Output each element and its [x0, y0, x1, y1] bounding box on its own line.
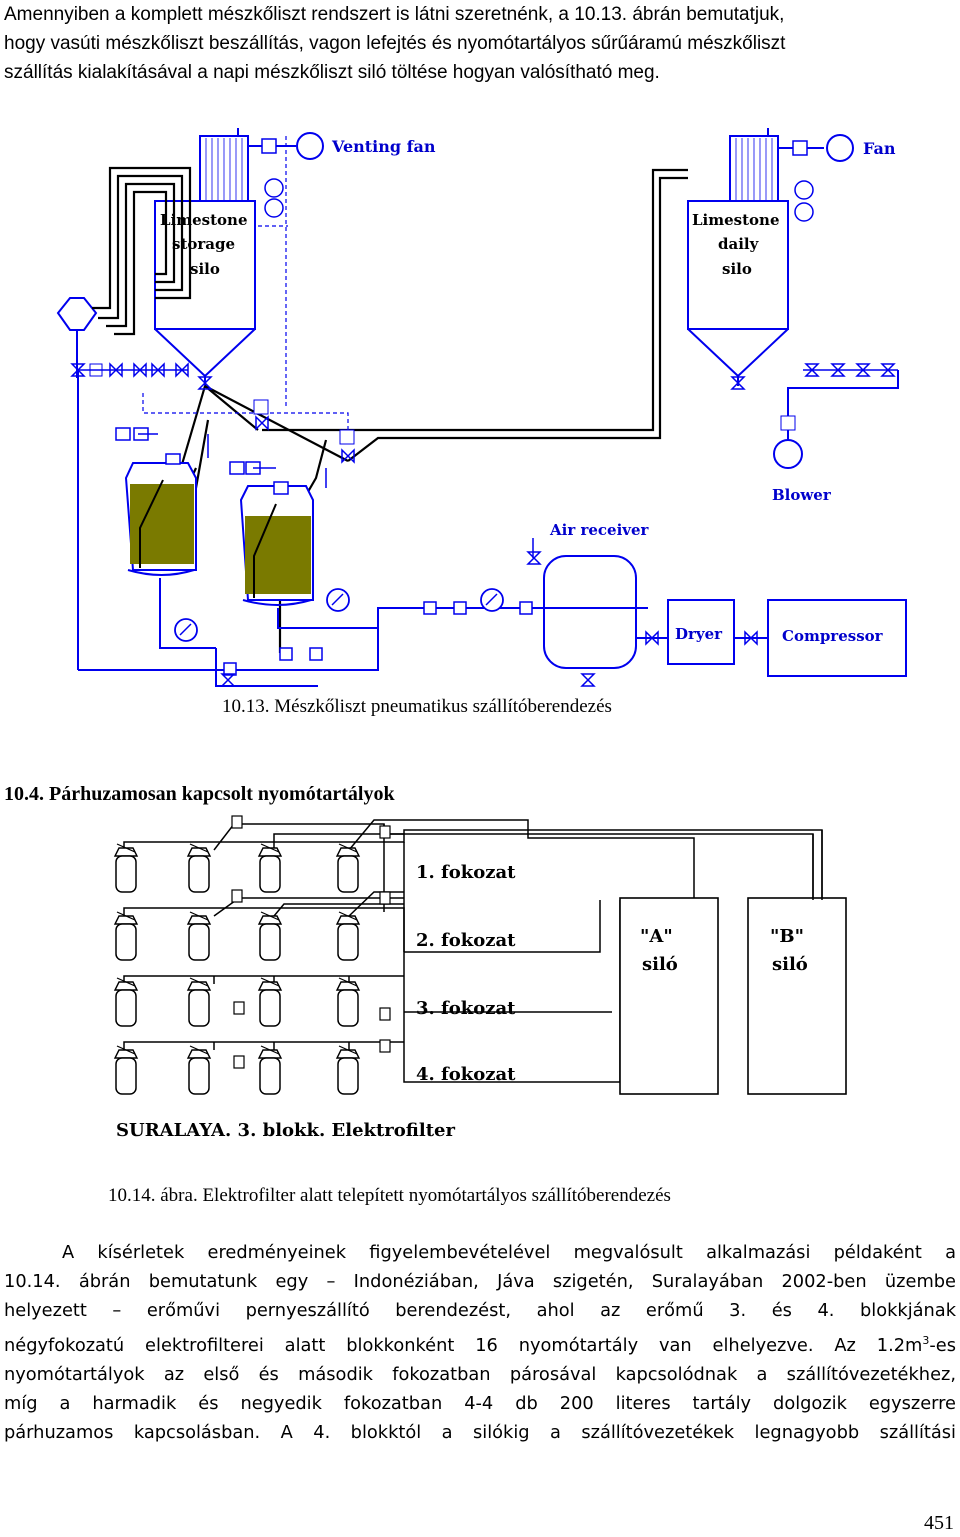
paragraph-text: négyfokozatú elektrofilterei alatt blokk…	[4, 1334, 923, 1356]
paragraph-line: 10.14. ábrán bemutatunk egy – Indonéziáb…	[4, 1271, 956, 1293]
paragraph-line: helyezett – erőművi pernyeszállító beren…	[4, 1300, 956, 1322]
label-storage-silo: storage	[172, 235, 235, 253]
intro-line: szállítás kialakításával a napi mészkőli…	[4, 62, 660, 83]
label-dryer: Dryer	[675, 625, 723, 643]
label-stage-3: 3. fokozat	[416, 998, 516, 1019]
paragraph-line: míg a harmadik és negyedik fokozatban 4-…	[4, 1392, 956, 1414]
label-storage-silo: Limestone	[160, 211, 248, 229]
label-blower: Blower	[772, 486, 832, 504]
figure-caption: 10.14. ábra. Elektrofilter alatt telepít…	[108, 1185, 671, 1206]
label-fan: Fan	[863, 139, 896, 158]
label-silo-a: siló	[642, 954, 678, 975]
page-number: 451	[924, 1512, 954, 1534]
body-paragraph: A kísérletek eredményeinek figyelembevét…	[4, 1238, 956, 1447]
paragraph-line: négyfokozatú elektrofilterei alatt blokk…	[4, 1326, 956, 1360]
section-heading: 10.4. Párhuzamosan kapcsolt nyomótartály…	[4, 783, 395, 805]
label-silo-b: "B"	[770, 926, 804, 947]
label-air-receiver: Air receiver	[549, 521, 650, 539]
intro-line: hogy vasúti mészkőliszt beszállítás, vag…	[4, 33, 786, 54]
label-silo-a: "A"	[640, 926, 673, 947]
label-daily-silo: daily	[718, 235, 760, 253]
paragraph-text: -es	[929, 1334, 956, 1356]
label-venting-fan: Venting fan	[331, 137, 436, 156]
figure-caption: 10.13. Mészkőliszt pneumatikus szállítób…	[222, 696, 612, 717]
paragraph-line: párhuzamos kapcsolásban. A 4. blokktól a…	[4, 1422, 956, 1444]
label-stage-4: 4. fokozat	[416, 1064, 516, 1085]
label-stage-2: 2. fokozat	[416, 930, 516, 951]
figure-electrofilter-vessels: 1. fokozat 2. fokozat 3. fokozat 4. foko…	[114, 815, 847, 1141]
intro-line: Amennyiben a komplett mészkőliszt rendsz…	[4, 4, 785, 25]
paragraph-line: A kísérletek eredményeinek figyelembevét…	[62, 1242, 956, 1263]
label-storage-silo: silo	[190, 260, 220, 278]
figure-limestone-pneumatic-system: Venting fan Fan Limestone storage silo L…	[56, 128, 907, 687]
intro-paragraph: Amennyiben a komplett mészkőliszt rendsz…	[4, 0, 956, 87]
paragraph-line: nyomótartályok az első és második fokoza…	[4, 1363, 956, 1385]
label-daily-silo: Limestone	[692, 211, 780, 229]
figure-footer-label: SURALAYA. 3. blokk. Elektrofilter	[116, 1120, 455, 1141]
label-daily-silo: silo	[722, 260, 752, 278]
superscript: 3	[922, 1333, 930, 1347]
label-silo-b: siló	[772, 954, 808, 975]
label-compressor: Compressor	[782, 627, 884, 645]
label-stage-1: 1. fokozat	[416, 862, 516, 883]
